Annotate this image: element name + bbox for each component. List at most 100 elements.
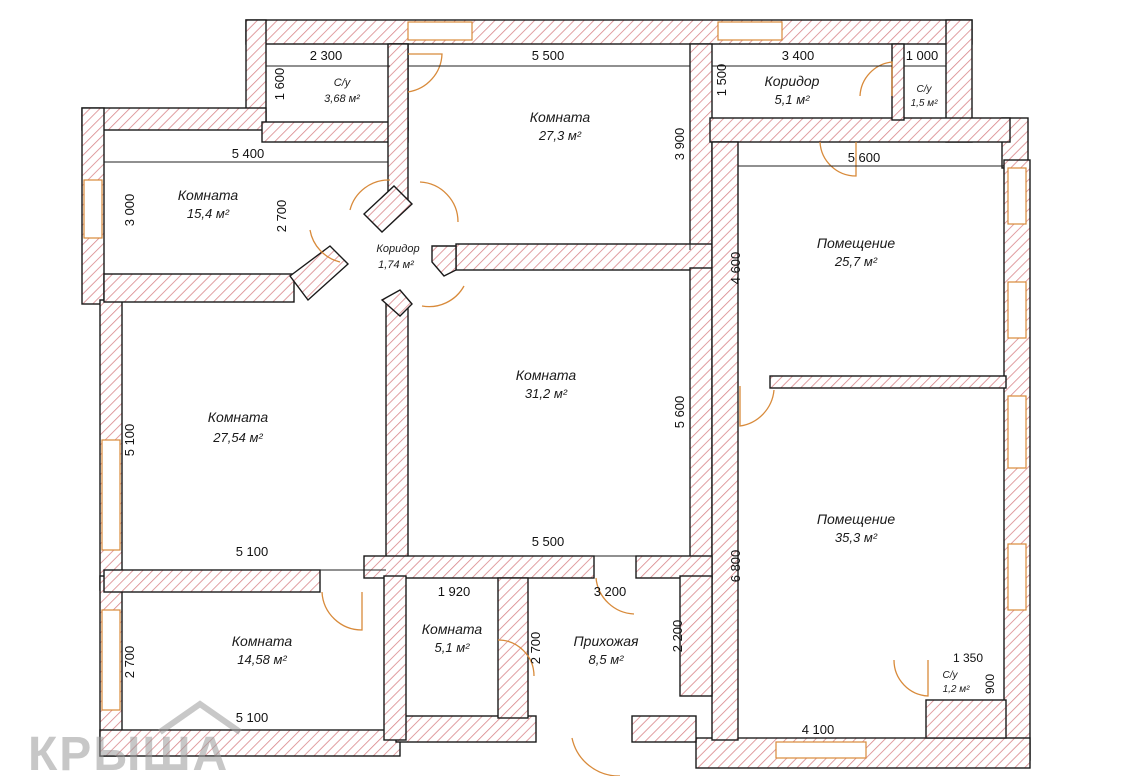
room-area-premise-top: 25,7 м²: [834, 254, 878, 269]
room-area-left-bot: 14,58 м²: [237, 652, 287, 667]
doors: [309, 53, 929, 776]
room-area-corridor-mid: 1,74 м²: [378, 259, 414, 271]
wall-small-right: [497, 577, 529, 719]
door-hall-top: [595, 577, 635, 615]
room-name-corridor-top: Коридор: [765, 73, 820, 89]
room-area-center: 31,2 м²: [525, 386, 568, 401]
wall-hall-right: [679, 575, 713, 697]
wall-top-outer: [245, 19, 973, 45]
dim-corr-height: 1 500: [714, 64, 729, 97]
dim-premise-bottom-width: 4 100: [802, 722, 835, 737]
wall-wc-bottom: [925, 699, 1007, 739]
room-name-small: Комната: [422, 621, 483, 637]
dim-center-width: 5 500: [532, 534, 565, 549]
dim-room-top-height: 3 900: [672, 128, 687, 161]
dim-left-bot-width: 5 100: [236, 710, 269, 725]
window-top-wc: [407, 21, 473, 41]
dim-premise-width: 5 600: [848, 150, 881, 165]
room-name-premise-top: Помещение: [817, 235, 896, 251]
door-room14: [321, 591, 363, 631]
window-right-2: [1007, 281, 1027, 339]
wall-premise-mid: [769, 375, 1007, 389]
wall-center-left: [385, 303, 409, 571]
door-corr-mid-3: [309, 229, 341, 263]
room-name-top: Комната: [530, 109, 591, 125]
dim-left-mid-width: 5 100: [236, 544, 269, 559]
room-name-corridor-mid: Коридор: [376, 243, 419, 255]
wall-corr-diag-3: [431, 245, 457, 277]
window-left-2: [101, 439, 121, 551]
dim-premise-bottom-height: 6 800: [728, 550, 743, 583]
wall-room-top-left: [387, 43, 409, 205]
room-area-wc-top-left: 3,68 м²: [324, 93, 360, 105]
dim-premise-height: 4 600: [728, 252, 743, 285]
watermark-logo: КРЫША: [28, 700, 242, 776]
dim-room15-depth: 2 700: [274, 200, 289, 233]
dim-small-height: 2 700: [528, 632, 543, 665]
wall-room14-right: [383, 575, 407, 741]
room-name-hallway: Прихожая: [574, 633, 639, 649]
watermark-roof-icon: [158, 700, 242, 735]
window-right-4: [1007, 543, 1027, 611]
door-corr-mid-1: [349, 179, 391, 211]
dim-wc-bottom-height: 900: [983, 674, 997, 694]
dim-room15-height: 3 000: [122, 194, 137, 227]
wall-row-divider-left: [103, 569, 321, 593]
wall-row-divider-mid: [363, 555, 595, 579]
room-name-left-top: Комната: [178, 187, 239, 203]
wall-room-top-right: [689, 43, 713, 251]
window-left-1: [83, 179, 103, 239]
room-area-wc-bottom: 1,2 м²: [943, 684, 971, 695]
dim-hall-height: 2 200: [670, 620, 685, 653]
window-top-corr: [717, 21, 783, 41]
window-right-3: [1007, 395, 1027, 469]
wall-corr-diag-4: [380, 289, 413, 317]
wall-corr-top-bottom: [709, 117, 1011, 143]
door-entry: [571, 737, 620, 776]
door-wc-tr: [859, 61, 893, 97]
wall-corr-diag-2: [289, 245, 350, 302]
dim-left-bot-height: 2 700: [122, 646, 137, 679]
room-labels: С/у 3,68 м² Комната 27,3 м² Коридор 5,1 …: [178, 73, 970, 695]
door-corr-mid-4: [421, 285, 465, 308]
room-area-small: 5,1 м²: [435, 640, 471, 655]
door-wc-bottom: [893, 659, 929, 697]
wall-center-top: [455, 243, 713, 271]
wall-wc-top-bottom: [261, 121, 409, 143]
dim-hall-width: 3 200: [594, 584, 627, 599]
wall-bottom-entry: [631, 715, 697, 743]
wall-corr-top-wc: [891, 43, 905, 121]
room-name-wc-top-left: С/у: [334, 77, 352, 89]
dim-room-top-width: 5 500: [532, 48, 565, 63]
dim-wc-tr-width: 1 000: [906, 48, 939, 63]
dim-center-height: 5 600: [672, 396, 687, 429]
room-area-wc-top-right: 1,5 м²: [911, 98, 939, 109]
wall-corr-diag-1: [362, 185, 414, 233]
dim-wc-bottom-width: 1 350: [953, 651, 983, 665]
room-name-premise-bottom: Помещение: [817, 511, 896, 527]
wall-room15-bottom: [103, 273, 295, 303]
room-name-left-mid: Комната: [208, 409, 269, 425]
window-left-3: [101, 609, 121, 711]
dim-small-width: 1 920: [438, 584, 471, 599]
wall-center-right: [689, 267, 713, 569]
wall-bottom-left: [99, 729, 401, 757]
dim-left-mid-height: 5 100: [122, 424, 137, 457]
room-name-wc-bottom: С/у: [943, 670, 959, 681]
room-area-corridor-top: 5,1 м²: [775, 92, 811, 107]
room-area-hallway: 8,5 м²: [589, 652, 625, 667]
window-bottom-1: [775, 741, 867, 759]
wall-bottom-small: [395, 715, 537, 743]
door-small: [497, 639, 535, 677]
wall-premise-left: [711, 141, 739, 741]
room-name-center: Комната: [516, 367, 577, 383]
wall-left-upper-cap: [81, 107, 267, 131]
wall-row-divider-right: [635, 555, 713, 579]
room-name-left-bot: Комната: [232, 633, 293, 649]
door-wc-top: [407, 53, 443, 93]
door-corr-top: [819, 141, 857, 177]
dim-wc-height: 1 600: [272, 68, 287, 101]
room-area-premise-bottom: 35,3 м²: [835, 530, 878, 545]
dim-room15-width: 5 400: [232, 146, 265, 161]
